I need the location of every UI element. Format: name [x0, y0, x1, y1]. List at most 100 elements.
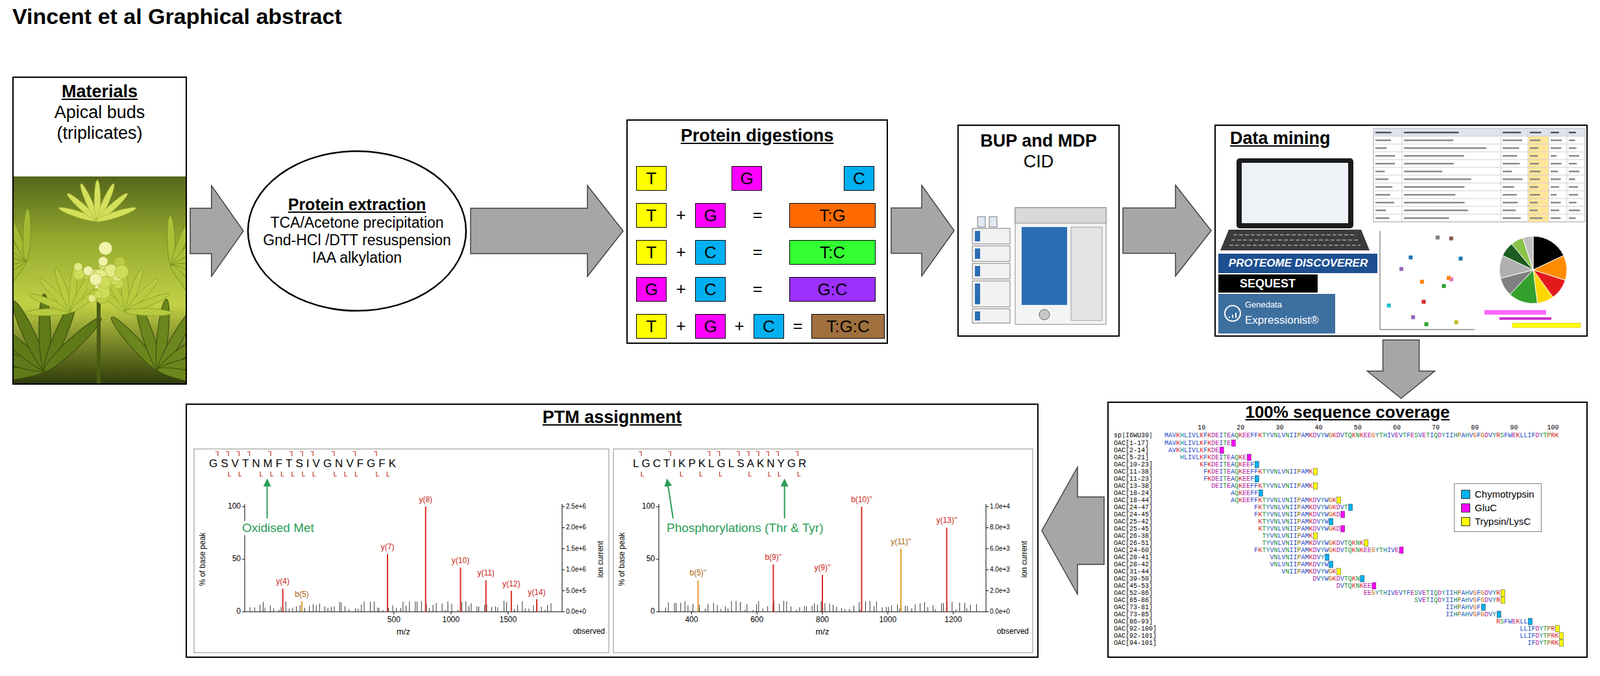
table-cell-mark	[1550, 217, 1561, 220]
spectrum-peak	[927, 607, 929, 613]
spectrum-peak	[786, 601, 787, 613]
y-ion-bracket	[331, 451, 335, 457]
spectrum-peak	[292, 607, 293, 613]
table-cell-mark	[1375, 139, 1391, 142]
spectrum-peak	[476, 606, 478, 613]
spectrum-peak	[249, 607, 251, 613]
spectrum-peak	[941, 603, 942, 613]
spectrum-peak	[783, 601, 785, 613]
operator-symbol: =	[752, 242, 763, 263]
axis-tick-label: 1.0e+4	[989, 503, 1010, 511]
table-cell-mark	[1550, 155, 1557, 158]
spectrum-peak	[532, 605, 534, 613]
axis-title: m/z	[815, 627, 830, 638]
spectrum-peak	[295, 606, 297, 613]
y-ion-bracket	[236, 451, 239, 457]
spectrum-peak	[369, 602, 371, 613]
axis-title: % of base peak	[198, 532, 208, 587]
node-text: Apical buds (triplicates)	[17, 102, 182, 145]
axis-tick-label: 8.0e+3	[989, 524, 1010, 533]
cleavage-marker	[1555, 625, 1560, 633]
spectrum-peak	[432, 604, 434, 613]
axis-tick-label: 0	[650, 607, 655, 617]
peak-label: y(10)	[450, 556, 471, 567]
b-ion-bracket	[312, 471, 316, 477]
leaf	[96, 273, 186, 384]
axis-tick-label: 1000	[878, 615, 897, 626]
peptide-sequence: AVKHLIVLKFKDE	[1168, 447, 1219, 455]
table-cell-mark	[1568, 178, 1576, 181]
peptide-label: OAC[18-24]	[1113, 490, 1153, 498]
flow-arrow	[1041, 467, 1105, 595]
enzyme-chip: T	[636, 166, 667, 191]
table-cell-mark	[1403, 201, 1465, 204]
axis-tick	[985, 569, 989, 571]
table-cell-mark	[1502, 201, 1518, 204]
spectrum-peak	[730, 601, 732, 613]
axis-tick-label: 100	[227, 502, 241, 512]
y-axis	[658, 504, 660, 613]
spectrum-peak	[327, 608, 329, 613]
solvent-bottle	[977, 216, 986, 228]
table-column-rule	[1585, 128, 1586, 222]
axis-tick-label: 100	[641, 502, 655, 512]
annotated-peak	[460, 567, 462, 613]
cleavage-marker	[1313, 468, 1318, 476]
cleavage-marker	[1527, 618, 1532, 626]
spectrum-peak	[517, 604, 518, 613]
b-ion-bracket	[344, 471, 348, 477]
peptide-label: OAC[28-42]	[1113, 561, 1153, 569]
table-cell-mark	[1550, 139, 1562, 142]
table-rule	[1373, 214, 1586, 215]
table-cell-mark	[1529, 170, 1541, 173]
legend-text: GluC	[1474, 502, 1497, 514]
annotated-peak	[282, 588, 284, 613]
table-cell-mark	[1550, 178, 1562, 181]
peptide-sequence: FKDEITEAQKEEFFKTYVNLVNIIPAMK	[1203, 468, 1313, 476]
spectrum-peak	[919, 603, 921, 613]
spectrum-peak	[692, 604, 694, 613]
ellipse-shape	[247, 151, 467, 311]
peptide-label: OAC[24-60]	[1113, 547, 1153, 555]
spectrum-peak	[373, 601, 375, 613]
bud-cluster	[94, 290, 102, 299]
spectrum-peak	[969, 604, 971, 613]
spectrum-peak	[344, 606, 346, 613]
b-ion-bracket	[700, 471, 703, 477]
peptide-label: OAC[11-38]	[1113, 468, 1153, 476]
ruler-number: 20	[1236, 424, 1245, 432]
table-cell-mark	[1529, 186, 1539, 189]
bud-cluster	[98, 257, 109, 267]
peptide-sequence: VNLVNIIPAMKDVYW	[1269, 561, 1329, 569]
enzyme-chip: C	[695, 240, 726, 265]
b-ion-bracket	[334, 471, 337, 477]
spectrum-peak	[906, 606, 908, 613]
flow-arrow	[470, 185, 624, 277]
spectrum-peak	[964, 603, 966, 613]
table-cell-mark	[1502, 194, 1517, 197]
node-heading: BUP and MDP	[962, 131, 1115, 152]
axis-title: m/z	[396, 627, 411, 638]
spectrum-peak	[899, 608, 901, 613]
node-text: TCA/Acetone precipitation	[270, 214, 444, 232]
peptide-label: OAC[73-85]	[1113, 611, 1153, 619]
leaflet	[95, 205, 137, 224]
spectrum-peak	[758, 601, 759, 613]
cleavage-marker	[1325, 554, 1330, 561]
plant-photo	[13, 176, 186, 384]
bud-cluster	[73, 262, 83, 272]
sequest-banner	[1218, 274, 1318, 293]
b-ion-bracket	[260, 471, 263, 477]
cleavage-marker	[1364, 540, 1369, 547]
table-column-rule	[1402, 128, 1403, 222]
peptide-label: OAC[94-101]	[1113, 640, 1157, 648]
axis-title: ion current	[1020, 541, 1030, 579]
peptide-label: OAC[13-38]	[1113, 482, 1153, 491]
spectrum-peak	[278, 610, 280, 613]
b-ion-bracket	[238, 471, 242, 477]
peptide-sequence: IFDYTPRK	[1527, 640, 1559, 648]
spectrum-peak	[674, 603, 676, 613]
cleavage-marker	[1337, 568, 1342, 576]
peak-label: y(11)	[475, 569, 496, 579]
